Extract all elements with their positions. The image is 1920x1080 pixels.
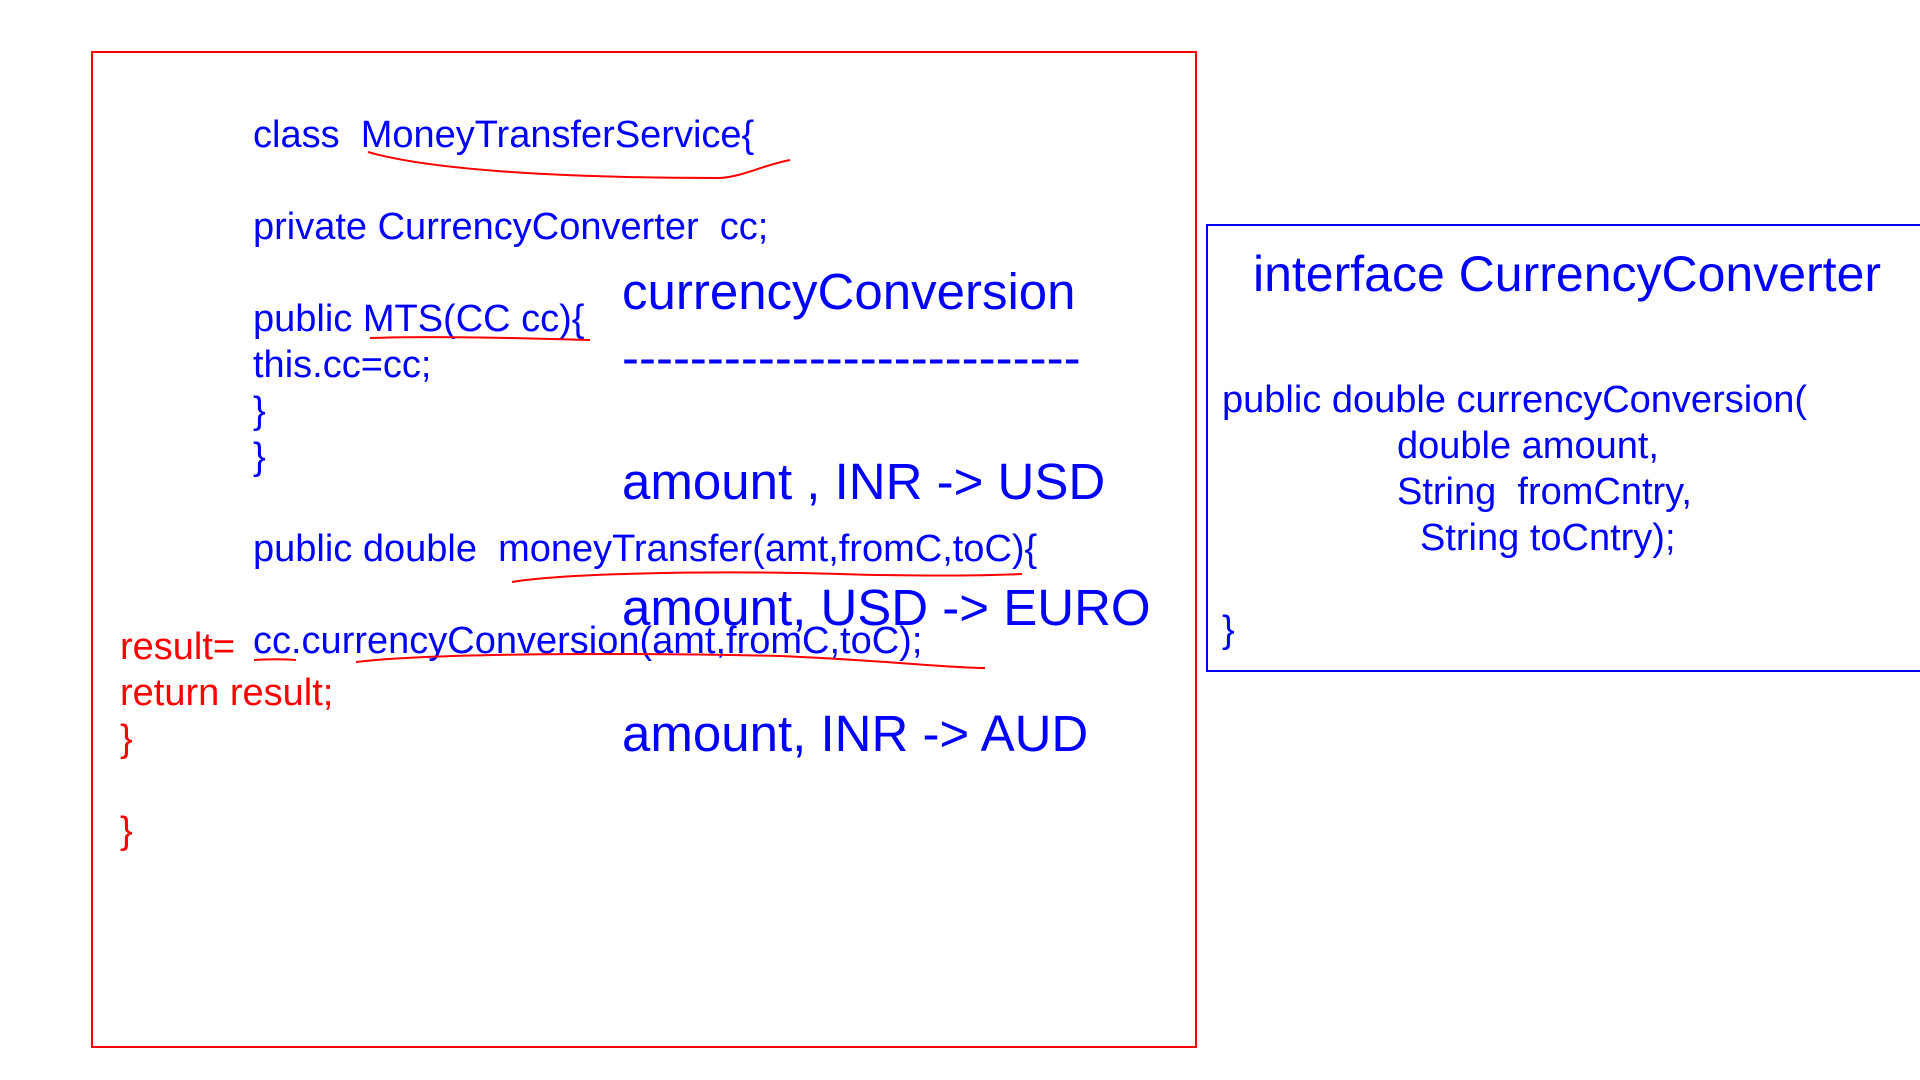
interface-close-brace: } bbox=[1222, 609, 1235, 651]
interface-title: interface CurrencyConverter bbox=[1253, 246, 1882, 302]
interface-param-to: String toCntry); bbox=[1420, 517, 1676, 559]
notes-divider: --------------------------- bbox=[622, 329, 1081, 386]
method-declaration: public double moneyTransfer(amt,fromC,to… bbox=[253, 528, 1038, 570]
method-close-brace: } bbox=[120, 718, 133, 760]
example-inr-aud: amount, INR -> AUD bbox=[622, 705, 1089, 762]
example-inr-usd: amount , INR -> USD bbox=[622, 453, 1106, 510]
example-usd-euro: amount, USD -> EURO bbox=[622, 579, 1151, 636]
constructor-close-brace: } bbox=[253, 390, 266, 432]
interface-param-from: String fromCntry, bbox=[1397, 471, 1692, 513]
class-declaration: class MoneyTransferService{ bbox=[253, 114, 755, 156]
field-declaration: private CurrencyConverter cc; bbox=[253, 206, 769, 248]
end-close-brace: } bbox=[120, 810, 133, 852]
constructor-declaration: public MTS(CC cc){ bbox=[253, 298, 585, 340]
result-assignment: result= bbox=[120, 626, 236, 668]
money-transfer-service-box bbox=[91, 51, 1197, 1048]
constructor-assignment: this.cc=cc; bbox=[253, 344, 432, 386]
notes-heading: currencyConversion bbox=[622, 263, 1076, 320]
interface-method-signature: public double currencyConversion( bbox=[1222, 379, 1808, 421]
currency-converter-interface-box bbox=[1206, 224, 1920, 672]
return-statement: return result; bbox=[120, 672, 334, 714]
class-close-brace: } bbox=[253, 436, 266, 478]
interface-param-amount: double amount, bbox=[1397, 425, 1659, 467]
